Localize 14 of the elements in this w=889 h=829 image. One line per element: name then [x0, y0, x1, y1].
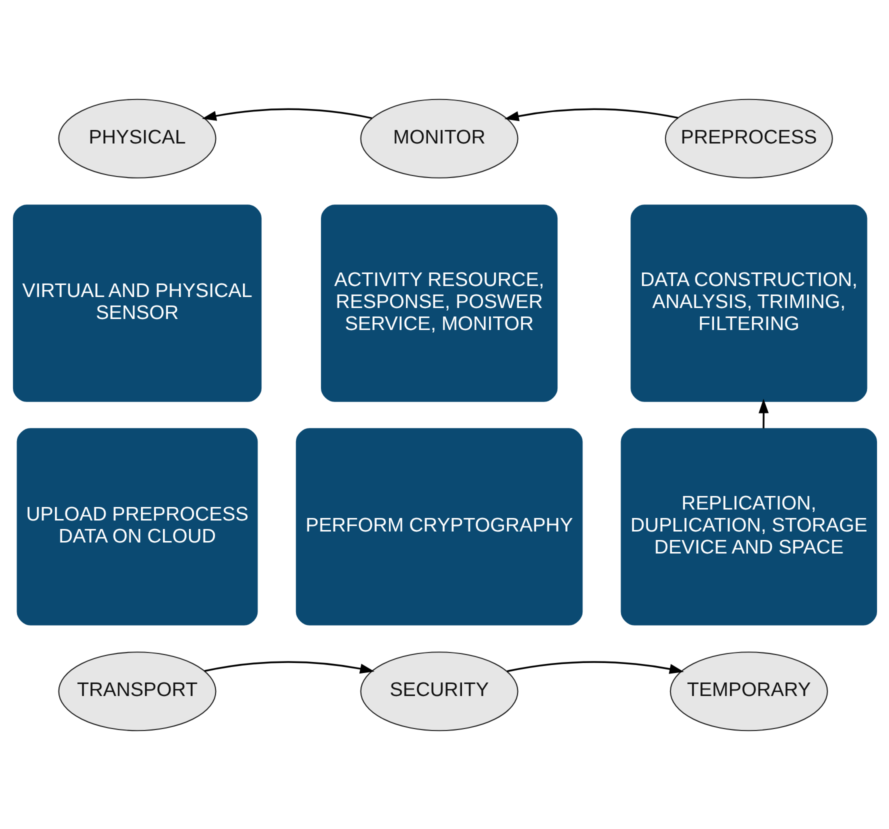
arrow — [506, 660, 684, 674]
node-box: VIRTUAL AND PHYSICAL SENSOR — [12, 204, 262, 402]
arrow — [201, 108, 372, 120]
node-box: DATA CONSTRUCTION, ANALYSIS, TRIMING, FILTERING — [630, 204, 867, 402]
node-ellipse: MONITOR — [360, 98, 518, 178]
node-ellipse: TRANSPORT — [58, 651, 216, 731]
node-box: REPLICATION, DUPLICATION, STORAGE DEVICE AND SPACE — [620, 428, 877, 625]
node-box: PERFORM CRYPTOGRAPHY — [295, 428, 582, 625]
arrow — [204, 660, 374, 674]
node-box: ACTIVITY RESOURCE, RESPONSE, POSWER SERVICE, MONITOR — [320, 204, 558, 402]
arrow — [758, 398, 768, 428]
node-ellipse: PREPROCESS — [664, 98, 832, 178]
node-box: UPLOAD PREPROCESS DATA ON CLOUD — [16, 428, 258, 625]
arrow — [504, 108, 678, 121]
